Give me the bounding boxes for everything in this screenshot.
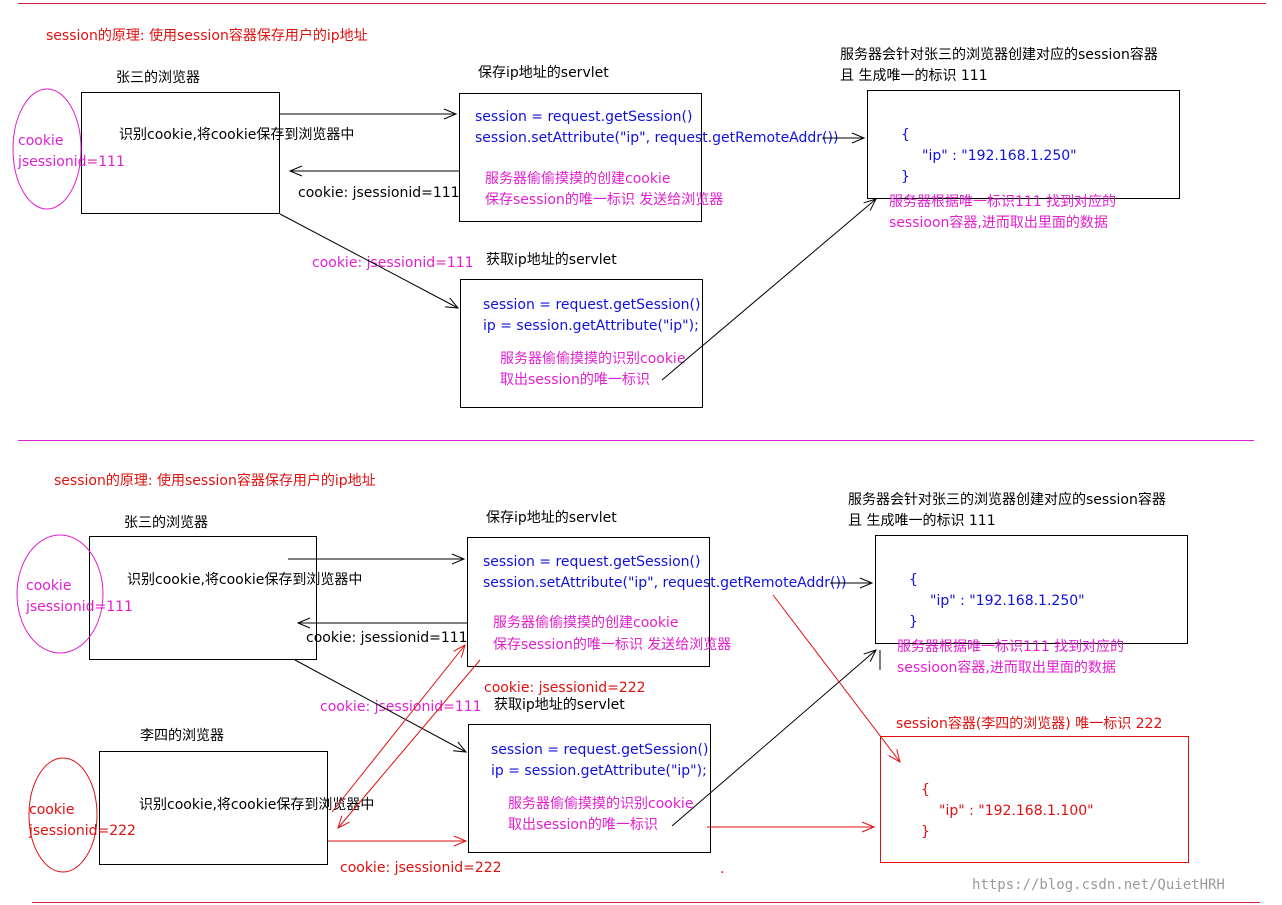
lisi-cookie-ellipse bbox=[28, 757, 98, 873]
top-browser-box bbox=[81, 92, 280, 214]
bottom-arrow-get-to-container bbox=[671, 650, 876, 827]
top-save-servlet-label: 保存ip地址的servlet bbox=[478, 65, 609, 81]
top-cookie-ellipse bbox=[12, 88, 82, 210]
bottom-save-code2: session.setAttribute("ip", request.getRe… bbox=[483, 575, 847, 591]
bottom-browser-text: 识别cookie,将cookie保存到浏览器中 bbox=[127, 572, 363, 588]
bottom-save-note1: 服务器偷偷摸摸的创建cookie bbox=[493, 615, 679, 631]
lisi-browser-text: 识别cookie,将cookie保存到浏览器中 bbox=[139, 797, 375, 813]
lisi-container-open: { bbox=[921, 782, 930, 798]
bottom-container-label2: 且 生成唯一的标识 111 bbox=[848, 513, 996, 529]
top-get-note1: 服务器偷偷摸摸的识别cookie bbox=[500, 351, 686, 367]
top-container-entry: "ip" : "192.168.1.250" bbox=[922, 148, 1077, 164]
bottom-container-open: { bbox=[909, 572, 918, 588]
middle-divider bbox=[18, 440, 1254, 441]
bottom-request-cookie: cookie: jsessionid=111 bbox=[320, 699, 482, 715]
top-save-code2: session.setAttribute("ip", request.getRe… bbox=[475, 130, 839, 146]
save-arrow-to-lisi-container bbox=[772, 594, 900, 762]
lisi-arrow-to-save bbox=[331, 645, 465, 813]
bottom-session-container bbox=[875, 535, 1188, 644]
bottom-title: session的原理: 使用session容器保存用户的ip地址 bbox=[54, 473, 376, 489]
top-cookie-line2: jsessionid=111 bbox=[18, 154, 125, 170]
top-cookie-line1: cookie bbox=[18, 133, 64, 149]
top-container-open: { bbox=[901, 127, 910, 143]
bottom-get-servlet-box bbox=[468, 724, 711, 853]
lisi-container-label: session容器(李四的浏览器) 唯一标识 222 bbox=[896, 716, 1163, 732]
save-arrow-to-lisi bbox=[338, 659, 481, 828]
bottom-container-close: } bbox=[909, 614, 918, 630]
bottom-get-note1: 服务器偷偷摸摸的识别cookie bbox=[508, 796, 694, 812]
bottom-cookie-222-upper: cookie: jsessionid=222 bbox=[484, 680, 646, 696]
bottom-container-entry: "ip" : "192.168.1.250" bbox=[930, 593, 1085, 609]
lisi-cookie-line2: jsessionid=222 bbox=[29, 823, 136, 839]
bottom-arrow-browser-to-get bbox=[294, 659, 466, 752]
bottom-get-note2: 取出session的唯一标识 bbox=[508, 817, 658, 833]
top-save-note1: 服务器偷偷摸摸的创建cookie bbox=[485, 171, 671, 187]
stray-dot: . bbox=[720, 861, 725, 877]
top-return-cookie: cookie: jsessionid=111 bbox=[298, 185, 460, 201]
bottom-container-note1: 服务器根据唯一标识111 找到对应的 bbox=[897, 639, 1125, 655]
top-save-note2: 保存session的唯一标识 发送给浏览器 bbox=[485, 192, 724, 208]
lisi-browser-label: 李四的浏览器 bbox=[140, 728, 224, 744]
top-container-label2: 且 生成唯一的标识 111 bbox=[840, 68, 988, 84]
bottom-container-label1: 服务器会针对张三的浏览器创建对应的session容器 bbox=[848, 492, 1166, 508]
bottom-container-note2: sessioon容器,进而取出里面的数据 bbox=[897, 660, 1116, 676]
lisi-container-entry: "ip" : "192.168.1.100" bbox=[939, 803, 1094, 819]
bottom-save-code1: session = request.getSession() bbox=[483, 554, 701, 570]
top-title: session的原理: 使用session容器保存用户的ip地址 bbox=[46, 28, 368, 44]
bottom-cookie-ellipse bbox=[16, 534, 104, 654]
top-get-servlet-box bbox=[460, 279, 703, 408]
top-save-servlet-box bbox=[459, 93, 702, 222]
top-container-label1: 服务器会针对张三的浏览器创建对应的session容器 bbox=[840, 47, 1158, 63]
bottom-cookie-line2: jsessionid=111 bbox=[26, 599, 133, 615]
top-arrow-browser-to-get bbox=[279, 213, 458, 308]
bottom-browser-box bbox=[89, 536, 317, 660]
lisi-browser-box bbox=[99, 751, 328, 865]
top-browser-label: 张三的浏览器 bbox=[116, 70, 200, 86]
top-container-note1: 服务器根据唯一标识111 找到对应的 bbox=[889, 194, 1117, 210]
bottom-save-servlet-label: 保存ip地址的servlet bbox=[486, 510, 617, 526]
top-browser-text: 识别cookie,将cookie保存到浏览器中 bbox=[119, 127, 355, 143]
lisi-session-container bbox=[880, 736, 1189, 863]
top-arrow-get-to-container bbox=[661, 199, 876, 381]
bottom-get-servlet-label: 获取ip地址的servlet bbox=[494, 697, 625, 713]
lisi-request-cookie: cookie: jsessionid=222 bbox=[340, 860, 502, 876]
lisi-container-close: } bbox=[921, 824, 930, 840]
top-container-close: } bbox=[901, 169, 910, 185]
top-request-cookie: cookie: jsessionid=111 bbox=[312, 255, 474, 271]
top-divider bbox=[18, 3, 1266, 4]
bottom-get-code1: session = request.getSession() bbox=[491, 742, 709, 758]
top-get-servlet-label: 获取ip地址的servlet bbox=[486, 252, 617, 268]
top-get-code2: ip = session.getAttribute("ip"); bbox=[483, 318, 699, 334]
bottom-divider bbox=[32, 902, 1260, 903]
top-save-code1: session = request.getSession() bbox=[475, 109, 693, 125]
bottom-browser-label: 张三的浏览器 bbox=[124, 515, 208, 531]
lisi-cookie-line1: cookie bbox=[29, 802, 75, 818]
bottom-save-servlet-box bbox=[467, 537, 710, 667]
top-get-note2: 取出session的唯一标识 bbox=[500, 372, 650, 388]
top-session-container bbox=[867, 90, 1180, 199]
watermark: https://blog.csdn.net/QuietHRH bbox=[972, 877, 1225, 893]
bottom-cookie-line1: cookie bbox=[26, 578, 72, 594]
top-get-code1: session = request.getSession() bbox=[483, 297, 701, 313]
bottom-get-code2: ip = session.getAttribute("ip"); bbox=[491, 763, 707, 779]
top-container-note2: sessioon容器,进而取出里面的数据 bbox=[889, 215, 1108, 231]
bottom-return-cookie: cookie: jsessionid=111 bbox=[306, 630, 468, 646]
bottom-save-note2: 保存session的唯一标识 发送给浏览器 bbox=[493, 637, 732, 653]
